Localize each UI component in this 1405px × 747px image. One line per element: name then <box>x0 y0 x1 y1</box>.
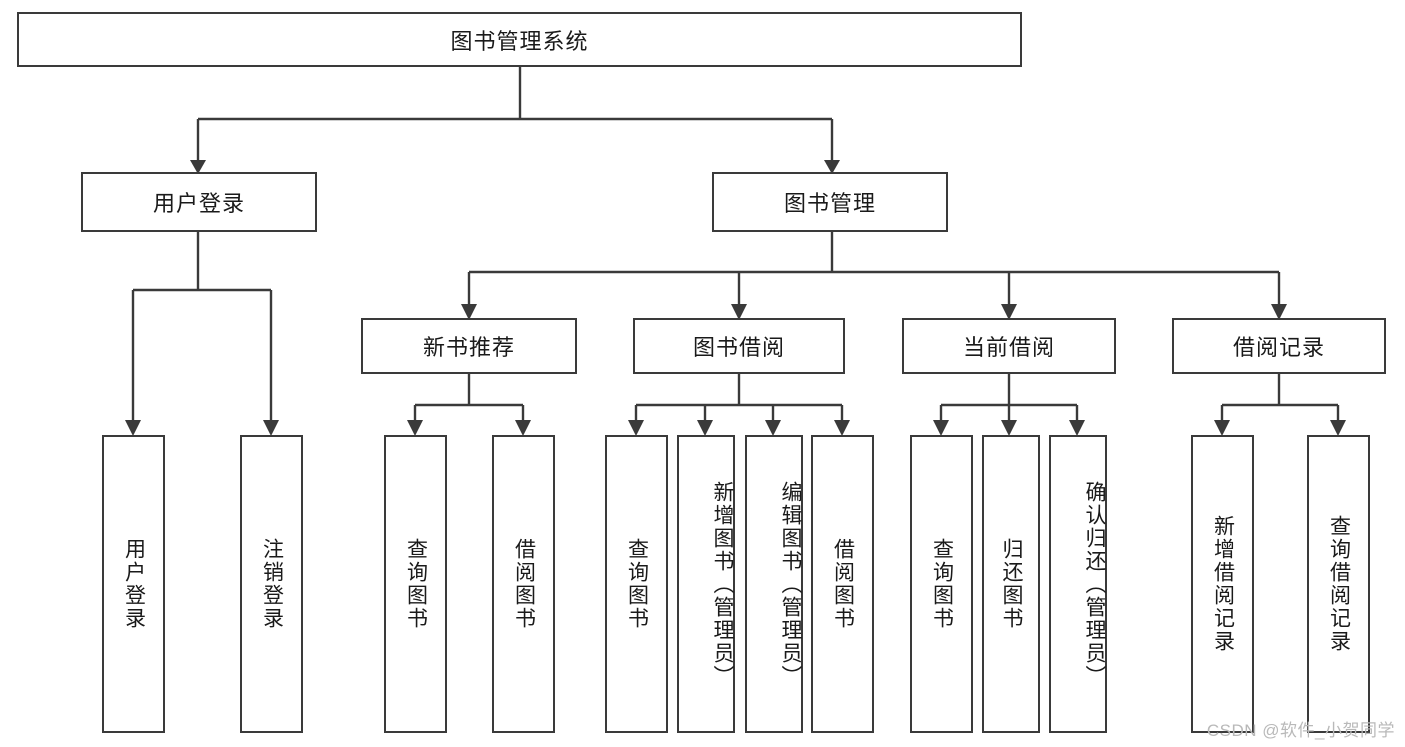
node-leaf-return-book[interactable]: 归还图书 <box>982 435 1040 733</box>
node-label: 查询图书 <box>625 538 649 630</box>
node-label: 编辑图书（管理员） <box>779 480 802 688</box>
node-leaf-add-book-admin[interactable]: 新增图书（管理员） <box>677 435 735 733</box>
node-leaf-query-book-current[interactable]: 查询图书 <box>910 435 973 733</box>
node-book-management[interactable]: 图书管理 <box>712 172 948 232</box>
node-label: 注销登录 <box>260 538 284 630</box>
node-label: 借阅图书 <box>512 538 536 630</box>
node-leaf-query-borrow-record[interactable]: 查询借阅记录 <box>1307 435 1370 733</box>
node-label: 归还图书 <box>1000 538 1024 630</box>
node-current-borrow[interactable]: 当前借阅 <box>902 318 1116 374</box>
node-root-system[interactable]: 图书管理系统 <box>17 12 1022 67</box>
node-leaf-edit-book-admin[interactable]: 编辑图书（管理员） <box>745 435 803 733</box>
node-label: 查询图书 <box>930 538 954 630</box>
node-label: 确认归还（管理员） <box>1083 480 1106 688</box>
node-leaf-borrow-book-recommend[interactable]: 借阅图书 <box>492 435 555 733</box>
node-leaf-confirm-return-admin[interactable]: 确认归还（管理员） <box>1049 435 1107 733</box>
node-label: 新书推荐 <box>422 335 515 360</box>
node-label: 查询图书 <box>404 538 428 630</box>
node-book-borrow[interactable]: 图书借阅 <box>633 318 845 374</box>
watermark-text: CSDN @软件_小贺同学 <box>1206 721 1395 740</box>
node-label: 当前借阅 <box>962 335 1055 360</box>
node-leaf-borrow-book[interactable]: 借阅图书 <box>811 435 874 733</box>
node-leaf-user-logout[interactable]: 注销登录 <box>240 435 303 733</box>
node-label: 用户登录 <box>122 538 146 630</box>
node-borrow-record[interactable]: 借阅记录 <box>1172 318 1386 374</box>
node-label: 图书管理 <box>783 191 876 216</box>
node-label: 借阅记录 <box>1232 335 1325 360</box>
node-label: 新增借阅记录 <box>1211 515 1235 653</box>
node-label: 查询借阅记录 <box>1327 515 1351 653</box>
node-new-book-recommend[interactable]: 新书推荐 <box>361 318 577 374</box>
node-leaf-user-login[interactable]: 用户登录 <box>102 435 165 733</box>
node-label: 图书管理系统 <box>450 28 589 54</box>
node-user-login[interactable]: 用户登录 <box>81 172 317 232</box>
node-label: 新增图书（管理员） <box>711 480 734 688</box>
node-label: 借阅图书 <box>831 538 855 630</box>
node-leaf-query-book-recommend[interactable]: 查询图书 <box>384 435 447 733</box>
node-leaf-add-borrow-record[interactable]: 新增借阅记录 <box>1191 435 1254 733</box>
node-label: 用户登录 <box>152 191 245 216</box>
node-label: 图书借阅 <box>692 335 785 360</box>
node-leaf-query-book-borrow[interactable]: 查询图书 <box>605 435 668 733</box>
